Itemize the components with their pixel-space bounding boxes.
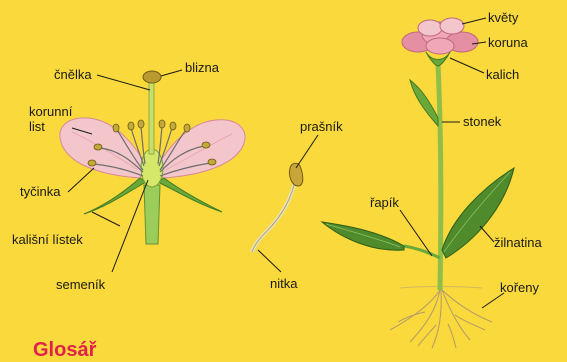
label-corolla: koruna (488, 35, 528, 50)
label-sepal: kališní lístek (12, 232, 83, 247)
flower-cluster (402, 18, 478, 54)
label-anther: prašník (300, 119, 343, 134)
flower-cross-section (60, 71, 245, 244)
label-flowers: květy (488, 10, 518, 25)
label-style: čnělka (54, 67, 92, 82)
label-calyx: kalich (486, 67, 519, 82)
label-petal: korunní list (29, 104, 72, 134)
label-roots: kořeny (500, 280, 539, 295)
anther (289, 163, 302, 186)
label-petiole: řapík (370, 195, 399, 210)
label-stigma: blizna (185, 60, 219, 75)
glossary-heading: Glosář (33, 339, 96, 362)
petiole-left (404, 246, 440, 258)
stamen-detail (252, 163, 303, 252)
label-filament: nitka (270, 276, 297, 291)
upper-leaf (410, 80, 438, 126)
label-stem: stonek (463, 114, 501, 129)
roots (390, 290, 492, 348)
stigma (143, 71, 161, 83)
flower-stalk (144, 185, 160, 244)
label-ovary: semeník (56, 277, 105, 292)
label-venation: žilnatina (494, 235, 542, 250)
style (149, 82, 154, 154)
sepal-right (158, 178, 222, 212)
label-stamen: tyčinka (20, 184, 60, 199)
